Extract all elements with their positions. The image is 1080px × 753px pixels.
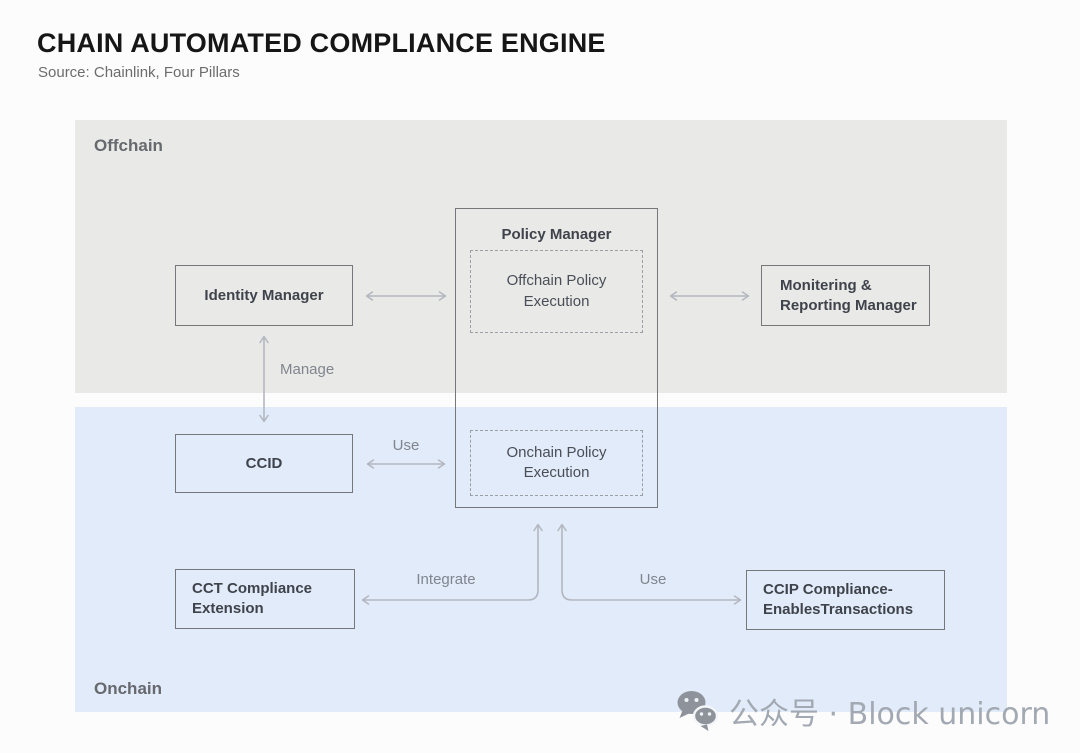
monitoring-reporting-manager-node: Monitering & Reporting Manager (761, 265, 930, 326)
policy-manager-node (455, 208, 658, 508)
cct-line1: CCT Compliance (192, 580, 313, 598)
watermark: 公众号 · Block unicorn (674, 689, 1050, 733)
onchain-policy-execution-node: Onchain Policy Execution (470, 430, 643, 496)
edge-label-integrate: Integrate (416, 571, 476, 588)
monitoring-manager-line2: Reporting Manager (780, 296, 917, 314)
identity-manager-label: Identity Manager (204, 287, 324, 304)
cct-line2: Extension (192, 600, 264, 617)
policy-manager-label: Policy Manager (501, 226, 612, 243)
ccip-line1: CCIP Compliance- (763, 581, 893, 599)
cct-compliance-extension-node: CCT Compliance Extension (175, 569, 355, 629)
onchain-policy-execution-line1: Onchain Policy (506, 443, 607, 461)
offchain-zone-label: Offchain (94, 136, 163, 155)
monitoring-manager-line1: Monitering & (780, 276, 872, 294)
offchain-policy-execution-node: Offchain Policy Execution (470, 250, 643, 333)
identity-manager-node: Identity Manager (175, 265, 353, 326)
ccip-line2: EnablesTransactions (763, 601, 914, 618)
onchain-zone-label: Onchain (94, 679, 163, 698)
ccid-label: CCID (245, 455, 283, 472)
edge-label-use-ccid: Use (392, 437, 420, 454)
offchain-zone-panel (75, 120, 1007, 393)
page-title: CHAIN AUTOMATED COMPLIANCE ENGINE (37, 28, 606, 58)
offchain-policy-execution-line2: Execution (523, 292, 590, 310)
source-caption: Source: Chainlink, Four Pillars (38, 64, 240, 81)
ccid-node: CCID (175, 434, 353, 493)
offchain-policy-execution-line1: Offchain Policy (506, 272, 607, 290)
edge-label-manage: Manage (280, 361, 335, 378)
edge-label-use-ccip: Use (639, 571, 667, 588)
ccip-transactions-node: CCIP Compliance- EnablesTransactions (746, 570, 945, 630)
watermark-text: 公众号 · Block unicorn (729, 697, 1051, 732)
onchain-policy-execution-line2: Execution (523, 464, 590, 481)
wechat-icon (677, 691, 719, 731)
